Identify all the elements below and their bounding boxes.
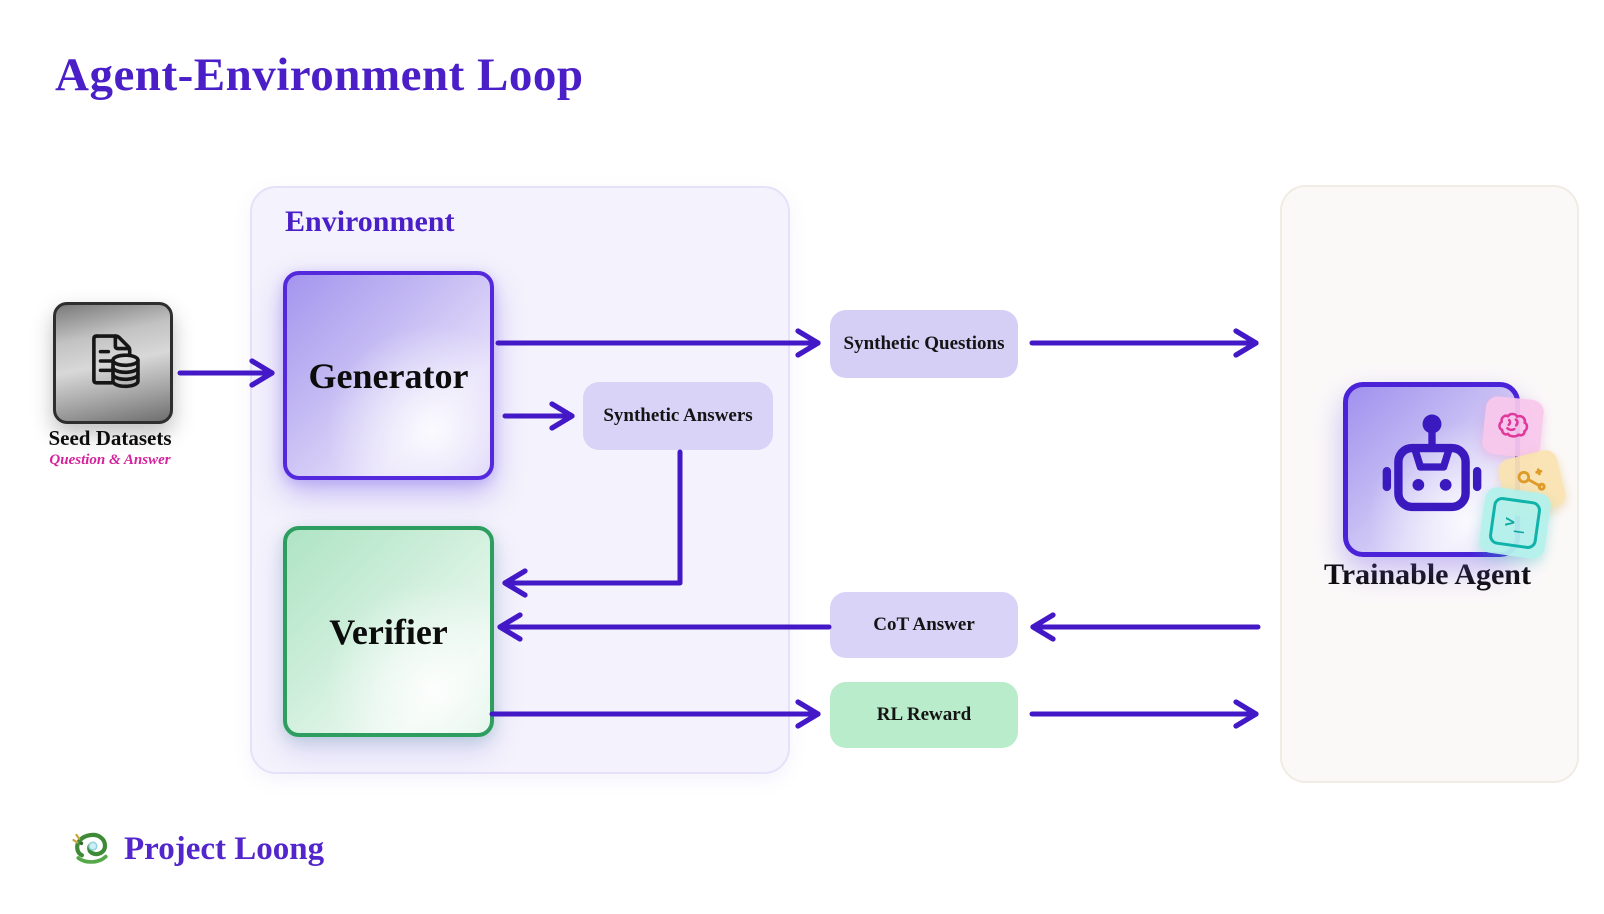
database-icon (74, 322, 152, 405)
verifier-label: Verifier (329, 611, 448, 652)
robot-icon (1368, 404, 1496, 535)
generator-box: Generator (283, 271, 494, 480)
trainable-agent-label: Trainable Agent (1324, 558, 1531, 591)
wrench-badge (1495, 447, 1569, 519)
brain-badge (1481, 395, 1545, 459)
synthetic-questions-label: Synthetic Questions (843, 333, 1005, 354)
synthetic-questions-pill: Synthetic Questions (830, 310, 1018, 378)
cot-answer-label: CoT Answer (873, 614, 975, 635)
synthetic-answers-label: Synthetic Answers (603, 405, 753, 426)
dragon-icon (70, 824, 114, 875)
footer-brand: Project Loong (70, 824, 324, 875)
verifier-box: Verifier (283, 526, 494, 737)
seed-dataset-card (53, 302, 173, 424)
generator-label: Generator (308, 355, 469, 396)
seed-datasets-label: Seed Datasets (48, 426, 172, 450)
environment-label: Environment (285, 205, 455, 238)
rl-reward-pill: RL Reward (830, 682, 1018, 748)
terminal-badge: >_ (1477, 485, 1553, 561)
brand-name: Project Loong (124, 831, 325, 867)
rl-reward-label: RL Reward (876, 704, 972, 725)
cot-answer-pill: CoT Answer (830, 592, 1018, 658)
seed-datasets-sublabel: Question & Answer (49, 452, 171, 468)
synthetic-answers-pill: Synthetic Answers (583, 382, 773, 450)
brain-icon (1493, 405, 1533, 450)
terminal-icon: >_ (1487, 495, 1543, 551)
page-title: Agent-Environment Loop (55, 49, 584, 101)
wrench-icon (1511, 460, 1553, 506)
